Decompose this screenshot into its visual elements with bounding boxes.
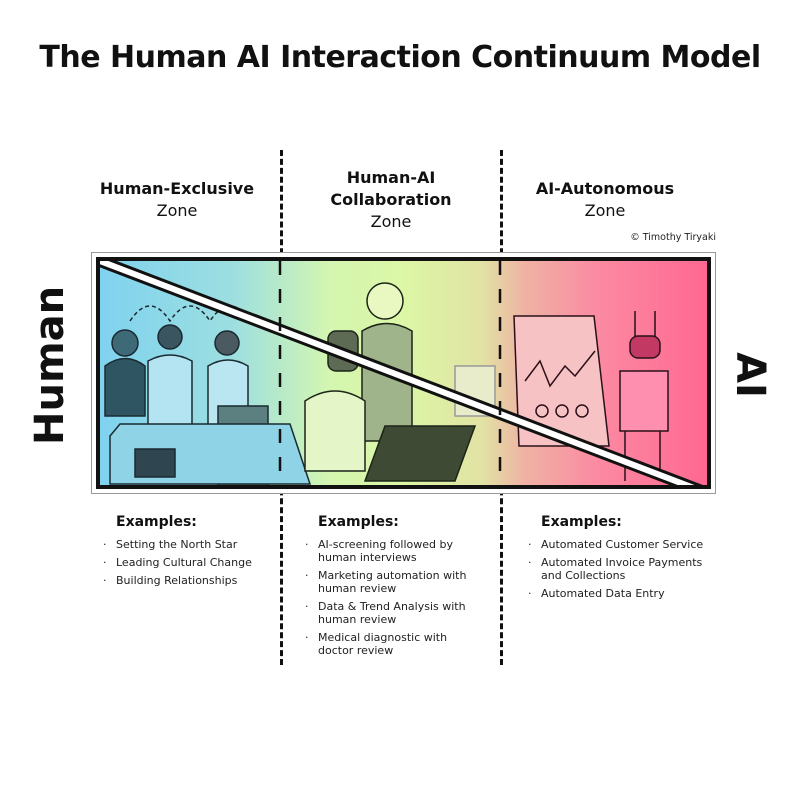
example-item: Automated Customer Service bbox=[528, 538, 718, 551]
ai-robot-illustration bbox=[513, 311, 669, 481]
zone-title: Human-Exclusive bbox=[99, 179, 255, 198]
human-team-illustration bbox=[104, 305, 312, 485]
zone-heading-collaboration: Human-AI Collaboration Zone bbox=[291, 167, 491, 233]
laptop-icon bbox=[134, 448, 176, 478]
continuum-gradient bbox=[96, 257, 711, 489]
ai-axis-label: AI bbox=[727, 352, 773, 398]
zone-title: Human-AI bbox=[346, 168, 436, 187]
zone-title-2: Collaboration bbox=[330, 190, 452, 209]
laptop-icon bbox=[363, 425, 477, 482]
zone-subtitle: Zone bbox=[370, 212, 412, 231]
examples-collaboration: Examples: AI-screening followed by human… bbox=[305, 514, 485, 662]
examples-heading: Examples: bbox=[318, 514, 399, 530]
example-item: Automated Data Entry bbox=[528, 587, 718, 600]
example-item: Medical diagnostic with doctor review bbox=[305, 631, 485, 657]
examples-heading: Examples: bbox=[116, 514, 197, 530]
human-axis-label: Human bbox=[27, 285, 73, 445]
zone-heading-ai-autonomous: AI-Autonomous Zone bbox=[505, 178, 705, 222]
zone-subtitle: Zone bbox=[584, 201, 626, 220]
example-item: Building Relationships bbox=[103, 574, 303, 587]
chart-board-icon bbox=[513, 315, 610, 447]
example-item: Setting the North Star bbox=[103, 538, 303, 551]
zone-title: AI-Autonomous bbox=[535, 179, 675, 198]
examples-human-exclusive: Examples: Setting the North Star Leading… bbox=[103, 514, 303, 592]
zone-heading-human-exclusive: Human-Exclusive Zone bbox=[77, 178, 277, 222]
example-item: Data & Trend Analysis with human review bbox=[305, 600, 485, 626]
zone-subtitle: Zone bbox=[156, 201, 198, 220]
examples-ai-autonomous: Examples: Automated Customer Service Aut… bbox=[528, 514, 718, 605]
example-item: Automated Invoice Payments and Collectio… bbox=[528, 556, 718, 582]
example-item: AI-screening followed by human interview… bbox=[305, 538, 485, 564]
page-title: The Human AI Interaction Continuum Model bbox=[39, 40, 761, 75]
example-item: Marketing automation with human review bbox=[305, 569, 485, 595]
example-item: Leading Cultural Change bbox=[103, 556, 303, 569]
examples-heading: Examples: bbox=[541, 514, 622, 530]
copyright-text: © Timothy Tiryaki bbox=[630, 232, 716, 243]
